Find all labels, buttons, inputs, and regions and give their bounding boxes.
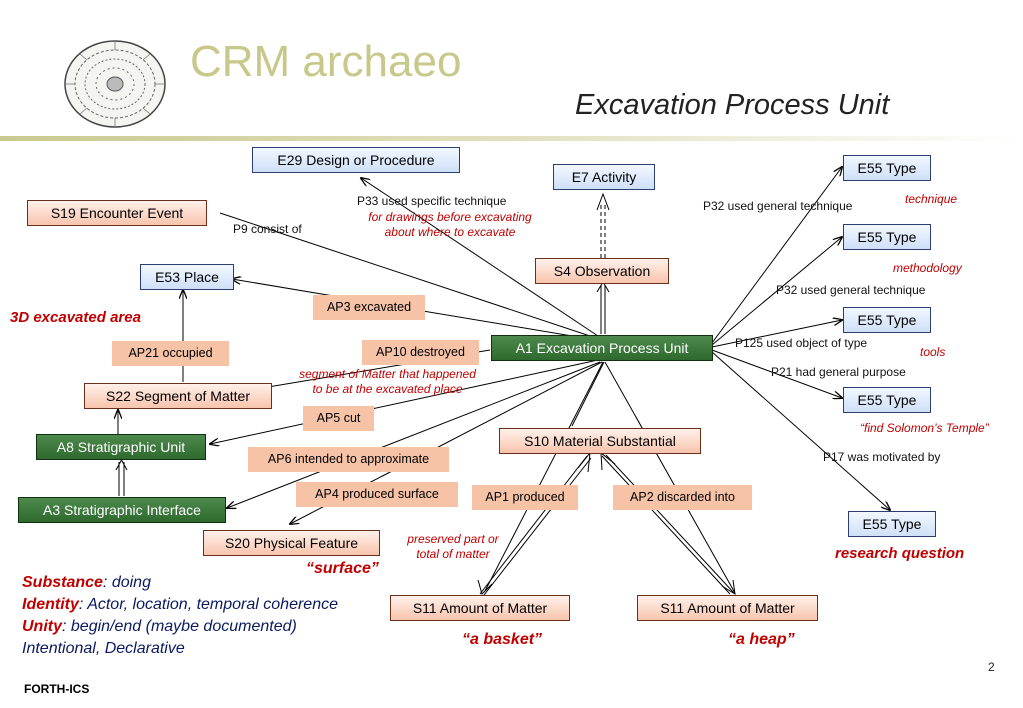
edge-p32b bbox=[711, 237, 842, 346]
prop-ap3: AP3 excavated bbox=[313, 295, 425, 320]
note-technique: for drawings before excavating about whe… bbox=[340, 210, 560, 240]
node-s19[interactable]: S19 Encounter Event bbox=[27, 200, 207, 226]
edge-p125 bbox=[711, 320, 842, 348]
edge-ap5 bbox=[210, 359, 599, 444]
node-s4[interactable]: S4 Observation bbox=[535, 258, 669, 284]
note-identity-key: Identity bbox=[22, 596, 79, 613]
node-a3[interactable]: A3 Stratigraphic Interface bbox=[18, 497, 226, 523]
note-research-question: research question bbox=[835, 545, 965, 562]
label-p9: P9 consist of bbox=[233, 222, 302, 236]
node-s11-basket[interactable]: S11 Amount of Matter bbox=[390, 595, 570, 621]
note-technique-line1: for drawings before excavating bbox=[368, 210, 532, 224]
edge-p32a bbox=[711, 167, 842, 344]
node-e55-methodology[interactable]: E55 Type bbox=[843, 224, 931, 250]
node-s11-heap[interactable]: S11 Amount of Matter bbox=[637, 595, 818, 621]
node-e55-tools[interactable]: E55 Type bbox=[843, 307, 931, 333]
edge-e7-head bbox=[596, 192, 610, 211]
node-e53[interactable]: E53 Place bbox=[140, 264, 234, 290]
note-heap: “a heap” bbox=[728, 631, 795, 648]
note-segment-line1: segment of Matter that happened bbox=[299, 367, 476, 381]
page-title: CRM archaeo bbox=[190, 37, 462, 86]
note-technique-type: technique bbox=[905, 192, 958, 206]
properties-notes: Substance: doing Identity: Actor, locati… bbox=[22, 572, 338, 660]
prop-ap4: AP4 produced surface bbox=[296, 482, 458, 507]
page-number: 2 bbox=[988, 660, 995, 674]
edge-p17 bbox=[711, 351, 890, 510]
prop-ap21: AP21 occupied bbox=[112, 341, 229, 366]
node-e55-technique[interactable]: E55 Type bbox=[843, 155, 931, 181]
edge-s10 bbox=[571, 361, 605, 427]
prop-ap5: AP5 cut bbox=[303, 406, 374, 431]
edge-ap2 bbox=[604, 361, 736, 594]
node-s20[interactable]: S20 Physical Feature bbox=[203, 530, 380, 556]
note-preserved: preserved part or total of matter bbox=[393, 532, 513, 562]
node-e55-purpose[interactable]: E55 Type bbox=[843, 387, 931, 413]
note-unity: Unity: begin/end (maybe documented) bbox=[22, 616, 338, 638]
note-segment-line2: to be at the excavated place bbox=[312, 382, 463, 396]
phaistos-disc-icon bbox=[60, 38, 170, 130]
note-preserved-line2: total of matter bbox=[416, 547, 490, 561]
note-substance-value: : doing bbox=[102, 574, 151, 591]
edge-ap6 bbox=[227, 361, 601, 508]
edge-ap2-head bbox=[721, 579, 736, 595]
prop-ap10: AP10 destroyed bbox=[362, 340, 479, 365]
edge-s10-s11b-2 bbox=[605, 454, 735, 594]
edge-ap1-head bbox=[477, 579, 493, 595]
node-a8[interactable]: A8 Stratigraphic Unit bbox=[36, 434, 206, 460]
note-basket: “a basket” bbox=[462, 631, 543, 648]
note-excavated-area: 3D excavated area bbox=[10, 309, 141, 326]
title-rule bbox=[0, 130, 1023, 141]
note-substance-key: Substance bbox=[22, 574, 103, 591]
label-p32a: P32 used general technique bbox=[703, 199, 853, 213]
edge-s10-s11a-2 bbox=[483, 457, 592, 596]
edge-s10-s11b-1 bbox=[601, 455, 731, 595]
note-tools: tools bbox=[920, 345, 946, 359]
note-substance: Substance: doing bbox=[22, 572, 338, 594]
note-intentional: Intentional, Declarative bbox=[22, 640, 185, 657]
label-p125: P125 used object of type bbox=[735, 336, 868, 350]
node-s22[interactable]: S22 Segment of Matter bbox=[84, 383, 272, 409]
prop-ap1: AP1 produced bbox=[472, 485, 578, 510]
prop-ap6: AP6 intended to approximate bbox=[248, 447, 449, 472]
page-subtitle: Excavation Process Unit bbox=[575, 89, 890, 121]
node-s10[interactable]: S10 Material Substantial bbox=[499, 428, 701, 454]
note-find-temple: “find Solomon’s Temple” bbox=[860, 421, 989, 435]
node-e7[interactable]: E7 Activity bbox=[553, 164, 655, 190]
note-identity: Identity: Actor, location, temporal cohe… bbox=[22, 594, 338, 616]
edge-p33 bbox=[361, 178, 599, 337]
footer-org: FORTH-ICS bbox=[24, 682, 90, 696]
label-p33: P33 used specific technique bbox=[357, 194, 507, 208]
edge-p21 bbox=[711, 349, 842, 398]
edge-s10-s11a-head bbox=[577, 451, 591, 473]
node-e29[interactable]: E29 Design or Procedure bbox=[252, 147, 460, 173]
label-p21: P21 had general purpose bbox=[771, 365, 906, 379]
edge-p9 bbox=[219, 212, 597, 339]
node-a1[interactable]: A1 Excavation Process Unit bbox=[491, 335, 713, 361]
note-identity-value: : Actor, location, temporal coherence bbox=[78, 596, 338, 613]
note-preserved-line1: preserved part or bbox=[407, 532, 499, 546]
note-surface: “surface” bbox=[306, 560, 379, 577]
edge-a3-a8-head bbox=[115, 458, 128, 471]
note-methodology: methodology bbox=[893, 261, 962, 275]
node-e55-research[interactable]: E55 Type bbox=[848, 511, 936, 537]
note-segment: segment of Matter that happened to be at… bbox=[275, 367, 500, 397]
edge-ap1 bbox=[484, 361, 604, 592]
note-unity-key: Unity bbox=[22, 618, 62, 635]
label-p17: P17 was motivated by bbox=[823, 450, 941, 464]
note-technique-line2: about where to excavate bbox=[384, 225, 516, 239]
edge-s10-s11a-1 bbox=[479, 455, 588, 595]
note-unity-value: : begin/end (maybe documented) bbox=[62, 618, 297, 635]
prop-ap2: AP2 discarded into bbox=[613, 485, 752, 510]
label-p32b: P32 used general technique bbox=[776, 283, 926, 297]
